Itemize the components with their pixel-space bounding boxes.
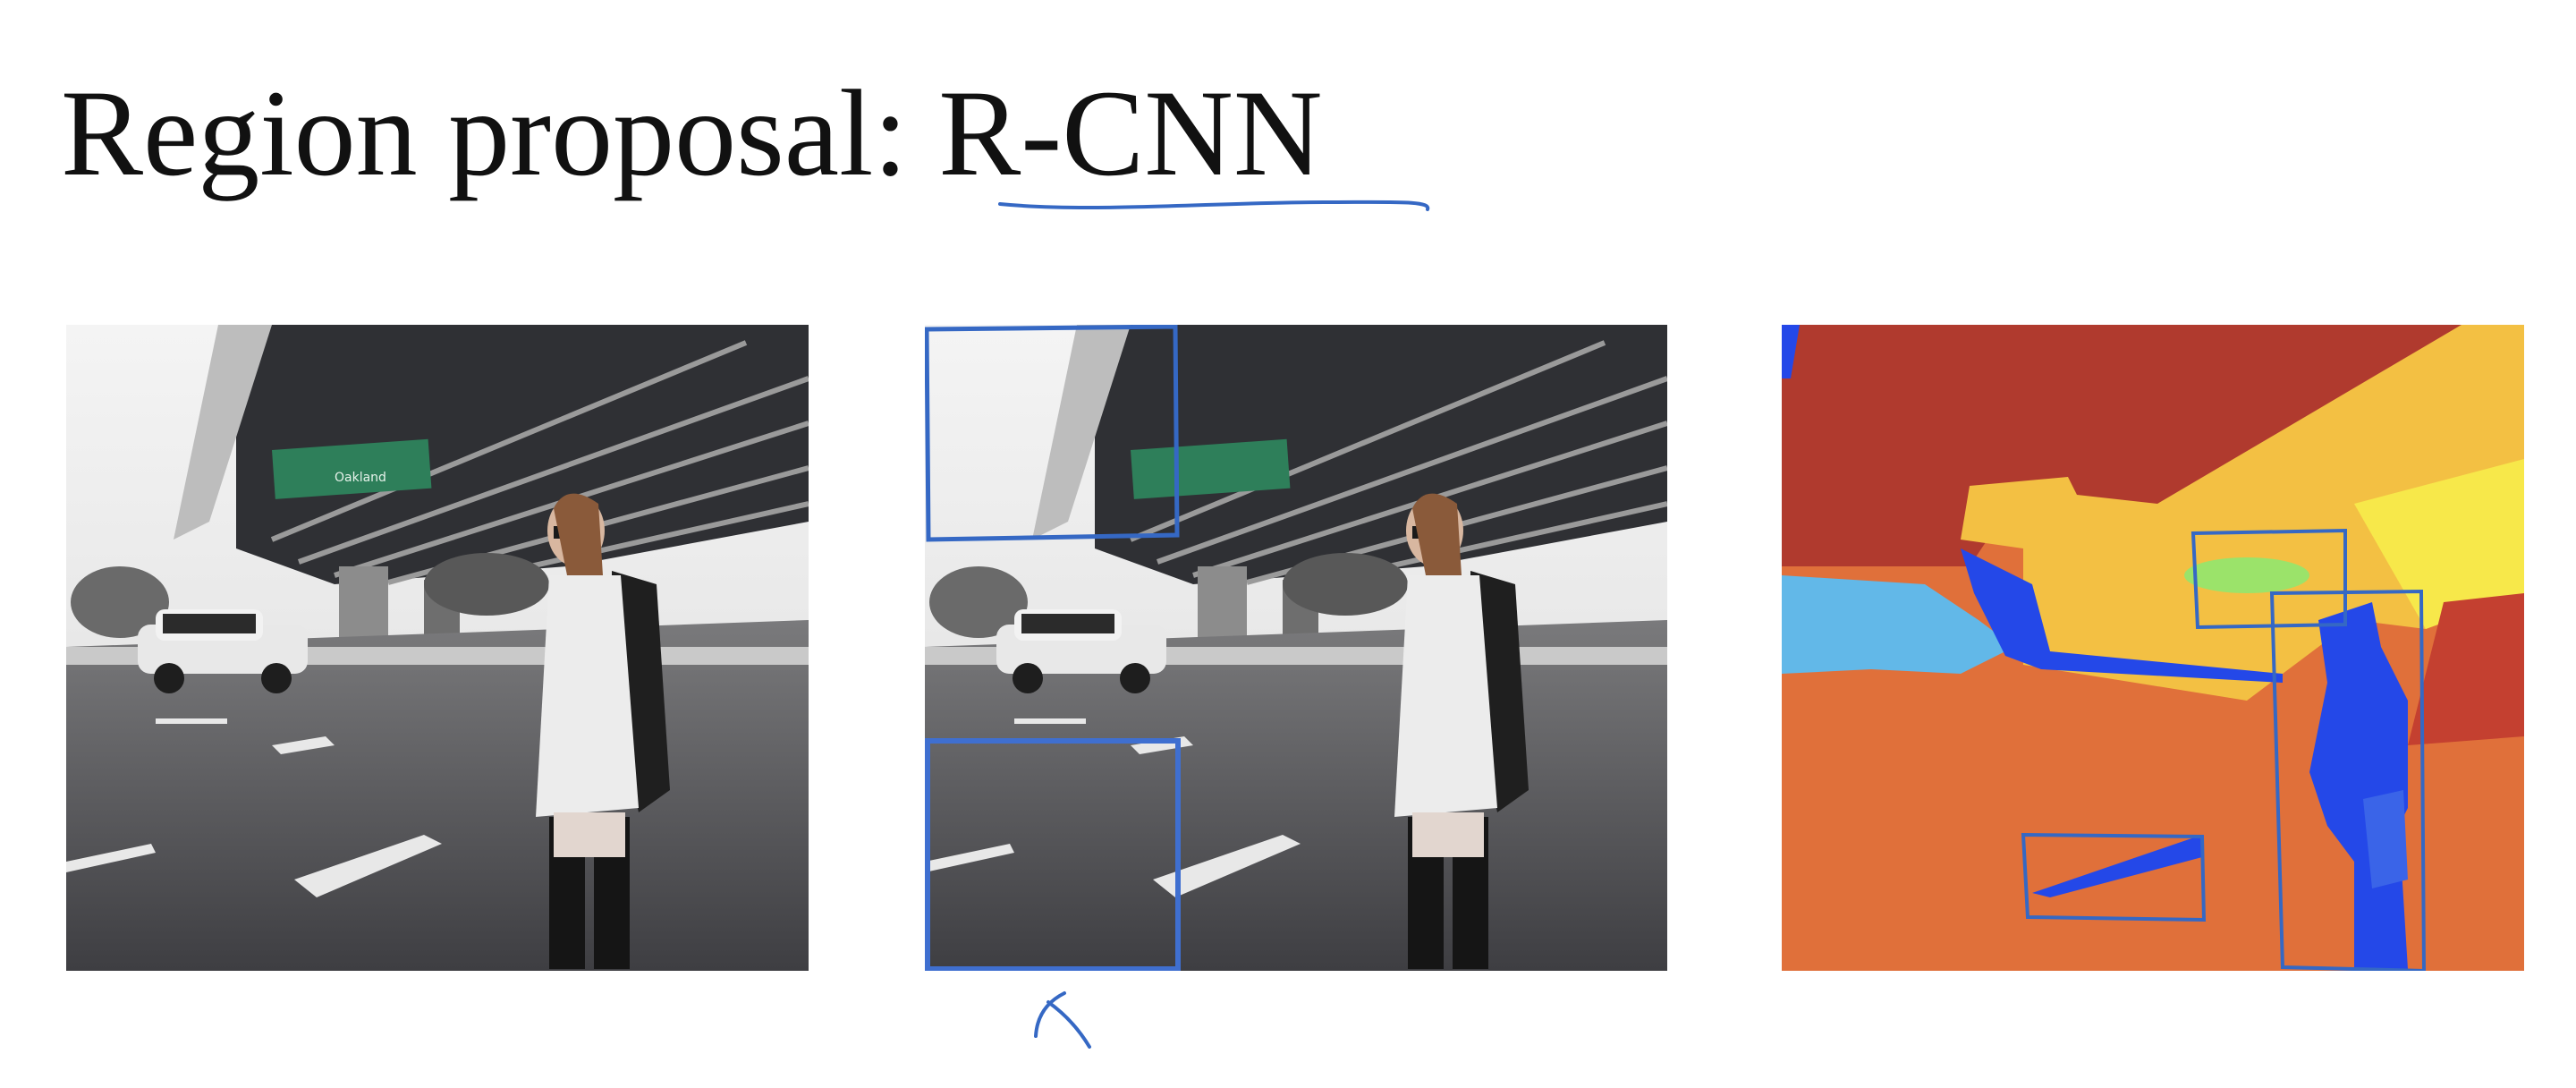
drawn-box-green [2190,528,2347,630]
woman [1394,493,1529,969]
segmentation-image [1782,325,2524,971]
street-photo-annotated [925,325,1667,971]
title-rcnn: R-CNN [938,64,1323,201]
car [138,609,308,693]
segmentation-map [1782,325,2524,971]
drawn-box-bottom [2021,832,2207,922]
drawn-box-person [2269,589,2427,971]
sign-text: Oakland [335,471,386,485]
woman [536,493,670,969]
drawn-box-top [925,325,1180,542]
slide-title: Region proposal: R-CNN [61,63,1323,205]
street-photo: Oakland [66,325,809,971]
car [996,609,1166,693]
original-photo: Oakland [66,325,809,971]
title-text: Region proposal: [61,64,939,201]
drawn-box-bottom [925,738,1181,971]
photo-with-drawn-boxes [925,325,1667,971]
